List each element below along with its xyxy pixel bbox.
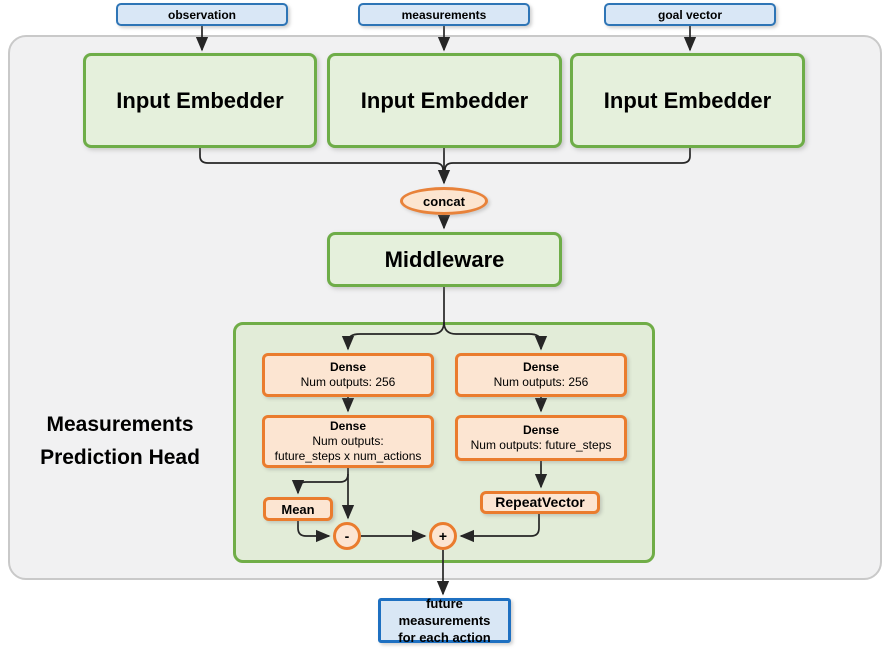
goal-vector-label: goal vector xyxy=(657,7,723,22)
dense-left-2-outputs-2: future_steps x num_actions xyxy=(274,449,422,463)
input-node-goal-vector: goal vector xyxy=(604,3,776,26)
concat-label: concat xyxy=(423,193,465,209)
dense-right-1-title: Dense xyxy=(522,360,560,374)
plus-label: + xyxy=(438,528,448,544)
mean-node: Mean xyxy=(263,497,333,521)
minus-op-node: - xyxy=(333,522,361,550)
input-embedder-1: Input Embedder xyxy=(83,53,317,148)
output-label-line2: for each action xyxy=(398,630,491,645)
input-node-observation: observation xyxy=(116,3,288,26)
minus-label: - xyxy=(344,528,350,544)
repeat-vector-node: RepeatVector xyxy=(480,491,600,514)
observation-label: observation xyxy=(167,7,236,22)
dense-right-1: Dense Num outputs: 256 xyxy=(455,353,627,397)
input-embedder-2: Input Embedder xyxy=(327,53,562,148)
head-title-line2: Prediction Head xyxy=(40,446,200,469)
measurements-label: measurements xyxy=(401,7,487,22)
dense-right-1-outputs: Num outputs: 256 xyxy=(493,375,589,389)
dense-left-2-outputs: Num outputs: xyxy=(312,434,384,448)
plus-op-node: + xyxy=(429,522,457,550)
dense-right-2: Dense Num outputs: future_steps xyxy=(455,415,627,461)
dense-left-1: Dense Num outputs: 256 xyxy=(262,353,434,397)
repeat-vector-label: RepeatVector xyxy=(495,494,585,510)
dense-right-2-title: Dense xyxy=(522,423,560,437)
output-node: future measurements for each action xyxy=(378,596,511,645)
input-embedder-3: Input Embedder xyxy=(570,53,805,148)
input-node-measurements: measurements xyxy=(358,3,530,26)
input-embedder-3-label: Input Embedder xyxy=(603,87,772,113)
concat-node: concat xyxy=(400,187,488,215)
dense-left-1-outputs: Num outputs: 256 xyxy=(300,375,396,389)
mean-label: Mean xyxy=(281,501,315,517)
dense-right-2-outputs: Num outputs: future_steps xyxy=(470,438,612,452)
input-embedder-1-label: Input Embedder xyxy=(116,87,284,113)
middleware-node: Middleware xyxy=(327,232,562,287)
output-label-line1: future measurements xyxy=(398,596,491,628)
dense-left-2-title: Dense xyxy=(329,419,367,433)
middleware-label: Middleware xyxy=(384,246,505,272)
dense-left-1-title: Dense xyxy=(329,360,367,374)
head-title-line1: Measurements xyxy=(46,413,194,436)
input-embedder-2-label: Input Embedder xyxy=(360,87,529,113)
head-title: Measurements Prediction Head xyxy=(15,408,225,474)
dense-left-2: Dense Num outputs: future_steps x num_ac… xyxy=(262,415,434,468)
